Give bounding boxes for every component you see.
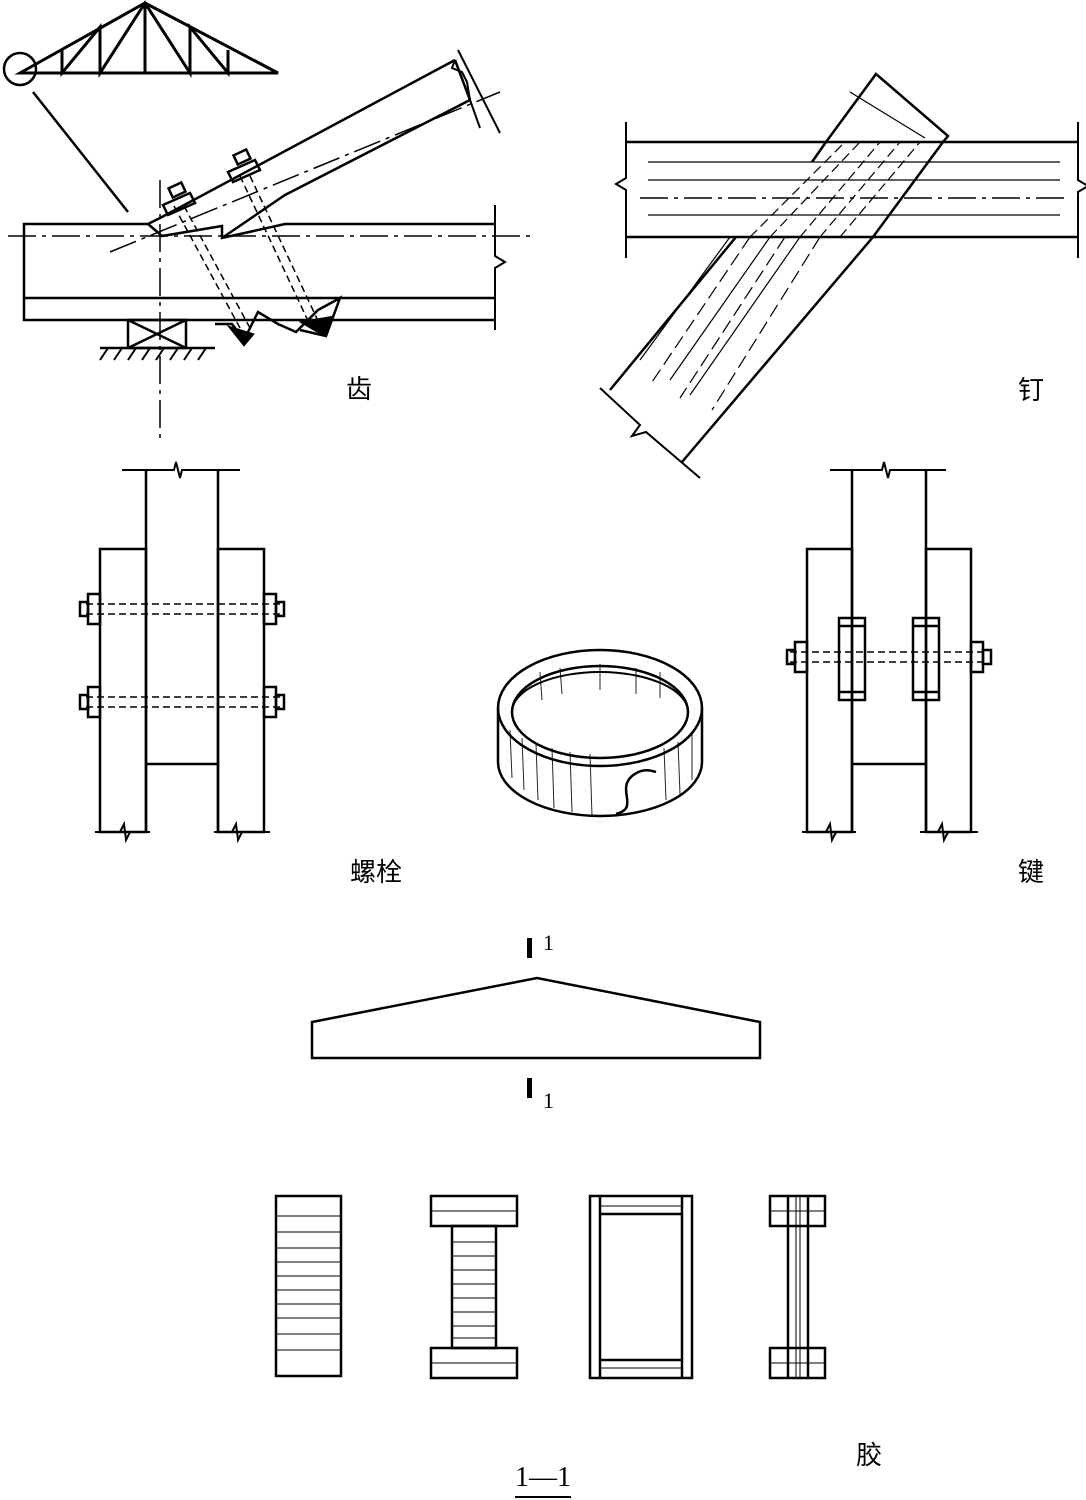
detail-callout-circle: [4, 53, 36, 85]
nail-joint-figure: [600, 74, 1086, 478]
section-mark-top-number: 1: [543, 930, 554, 955]
glue-joint-label: 胶: [856, 1441, 883, 1471]
rectangular-glulam-section: [276, 1196, 341, 1376]
nail-joint-label: 钉: [1018, 376, 1045, 406]
bolt-joint-label: 螺栓: [350, 858, 403, 888]
truss-thumbnail: [20, 3, 278, 73]
i-plywood-glulam-section: [770, 1196, 825, 1378]
box-glulam-section: [590, 1196, 692, 1378]
tooth-joint-figure: [4, 3, 530, 440]
section-mark-bottom: [527, 1078, 532, 1098]
bolt-joint-figure: [80, 462, 284, 840]
section-mark-bottom-number: 1: [543, 1088, 554, 1113]
glulam-beam-elevation: [312, 938, 760, 1098]
key-joint-label: 键: [1018, 858, 1045, 888]
section-caption: 1—1: [515, 1464, 571, 1498]
section-mark-top: [527, 938, 532, 958]
key-joint-figure: [787, 462, 991, 840]
i-shaped-glulam-section: [431, 1196, 517, 1378]
tooth-joint-label: 齿: [346, 375, 373, 405]
split-ring-connector: [498, 650, 702, 820]
